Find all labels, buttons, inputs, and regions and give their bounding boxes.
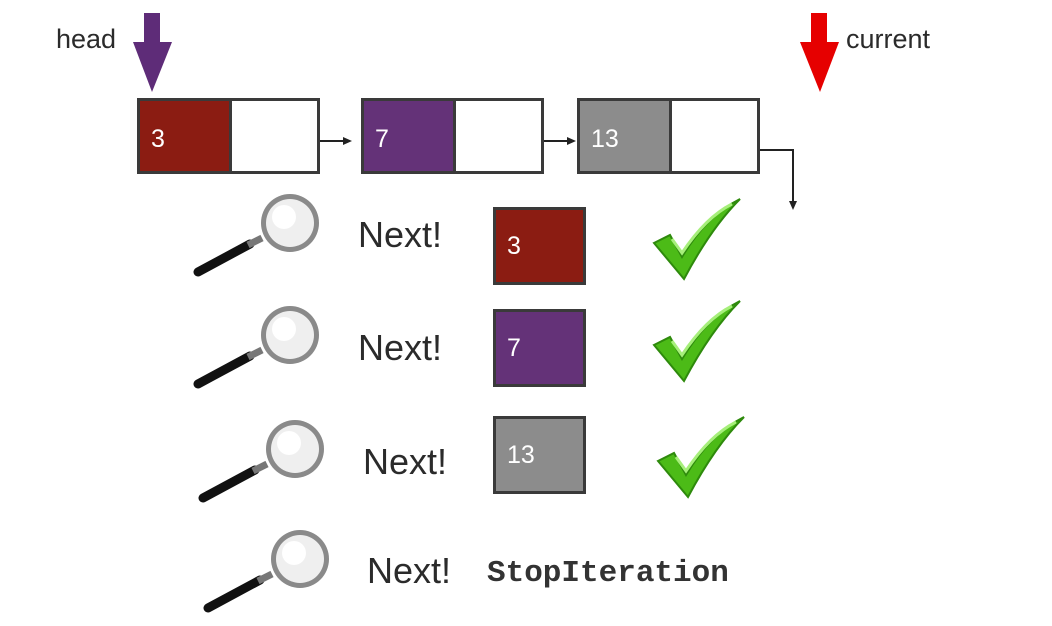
node-value: 7: [364, 101, 456, 171]
checkmark-icon: [652, 198, 741, 281]
step-1-result: 3: [493, 207, 586, 285]
step-1-label: Next!: [358, 214, 443, 255]
step-3-label: Next!: [363, 441, 448, 482]
step-2-result: 7: [493, 309, 586, 387]
checkmark-icon: [656, 416, 745, 499]
step-3-result: 13: [493, 416, 586, 494]
list-node-2: 7: [361, 98, 544, 174]
node-pointer: [232, 101, 317, 171]
node-pointer: [456, 101, 541, 171]
head-arrow-icon: [133, 13, 172, 92]
magnifying-glass-icon: [203, 530, 329, 613]
magnifying-glass-icon: [193, 306, 319, 389]
node-value: 3: [140, 101, 232, 171]
current-label: current: [846, 24, 931, 54]
checkmark-icon: [652, 300, 741, 383]
stop-iteration-text: StopIteration: [487, 556, 729, 591]
list-node-1: 3: [137, 98, 320, 174]
magnifying-glass-icon: [198, 420, 324, 503]
current-arrow-icon: [800, 13, 839, 92]
head-label: head: [56, 24, 117, 54]
list-node-3: 13: [577, 98, 760, 174]
node-value: 13: [580, 101, 672, 171]
step-4-label: Next!: [367, 550, 452, 591]
step-2-label: Next!: [358, 327, 443, 368]
magnifying-glass-icon: [193, 194, 319, 277]
node-pointer: [672, 101, 757, 171]
